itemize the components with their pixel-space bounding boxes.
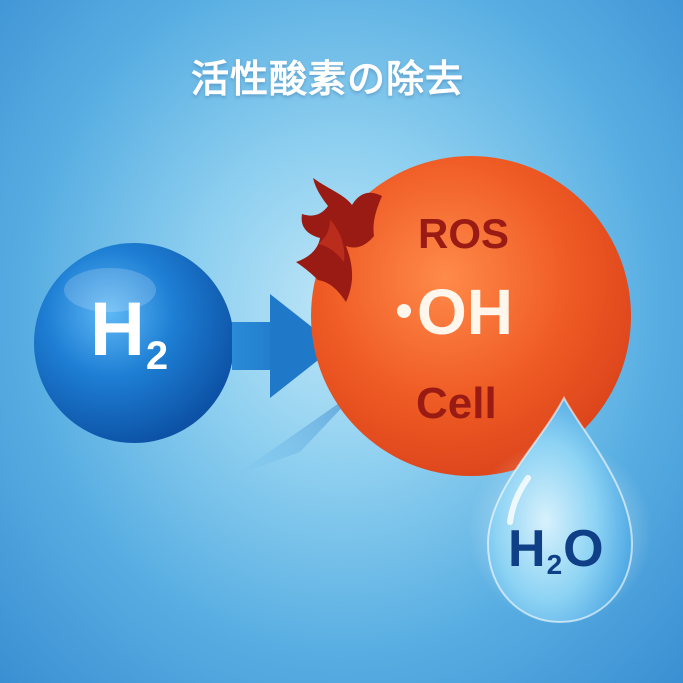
right-arrow-icon — [232, 294, 336, 398]
cell-label: Cell — [416, 379, 497, 428]
hydrogen-sphere — [34, 243, 234, 443]
hydroxyl-radical-label: OH — [397, 280, 513, 344]
hydrogen-label: H2 — [90, 287, 168, 378]
diagram-title: 活性酸素の除去 — [190, 57, 464, 101]
radical-dot — [397, 304, 411, 319]
water-drop-icon — [486, 395, 634, 624]
cell-sphere — [311, 156, 631, 476]
ros-label: ROS — [418, 210, 510, 257]
water-label: H2O — [508, 520, 604, 580]
